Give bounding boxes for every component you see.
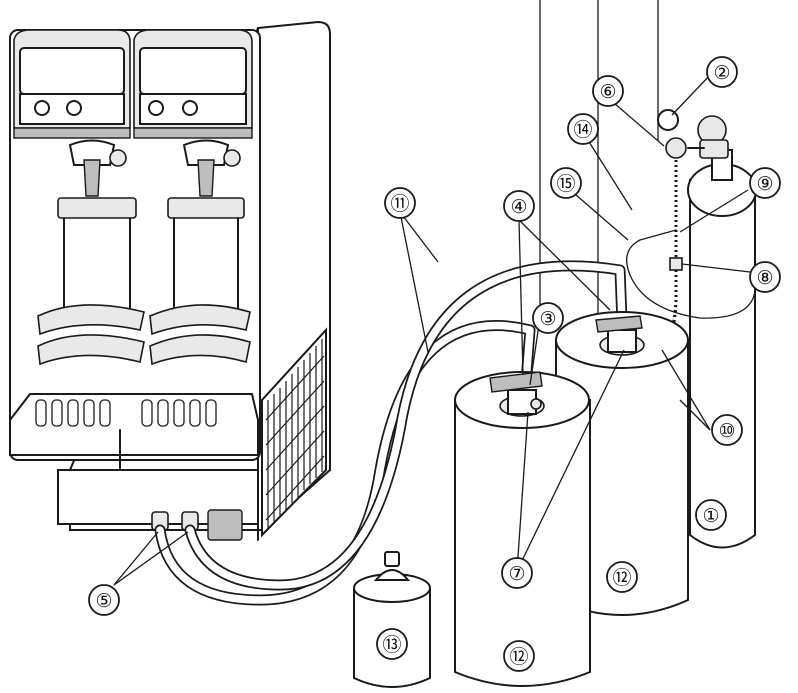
callout-9-label: ⑨ [756,173,773,195]
callout-4: ④ [503,190,535,222]
callout-11: ⑪ [384,187,416,219]
small-can [353,551,431,688]
callout-10-label: ⑩ [718,420,735,442]
beverage-dispenser [9,20,331,541]
callout-14: ⑭ [567,113,599,145]
beverage-hoses [154,260,628,606]
callout-11-label: ⑪ [390,193,409,215]
callout-12-front-label: ⑫ [509,646,528,668]
callout-4-label: ④ [510,196,527,218]
callout-9: ⑨ [749,167,781,199]
callout-6: ⑥ [592,75,624,107]
callout-8-label: ⑧ [756,267,773,289]
callout-1: ① [695,499,727,531]
callout-15: ⑮ [550,167,582,199]
callout-13: ⑬ [376,628,408,660]
callout-8: ⑧ [749,261,781,293]
callout-5: ⑤ [88,584,120,616]
callout-2-label: ② [713,62,730,84]
callout-12-front: ⑫ [503,640,535,672]
callout-10: ⑩ [711,414,743,446]
callout-5-label: ⑤ [95,590,112,612]
leader-lines [113,72,751,586]
background-vertical-lines [539,0,659,331]
callout-6-label: ⑥ [599,81,616,103]
callout-7: ⑦ [501,557,533,589]
callout-2: ② [706,56,738,88]
callout-15-label: ⑮ [556,173,575,195]
callout-7-label: ⑦ [508,563,525,585]
callout-1-label: ① [702,505,719,527]
callout-12-back-label: ⑫ [612,567,631,589]
co2-cylinder [657,109,757,549]
callout-14-label: ⑭ [573,119,592,141]
callout-3-label: ③ [539,308,556,330]
callout-12-back: ⑫ [606,561,638,593]
keg-front [454,371,591,687]
callout-13-label: ⑬ [382,634,401,656]
callout-3: ③ [532,302,564,334]
